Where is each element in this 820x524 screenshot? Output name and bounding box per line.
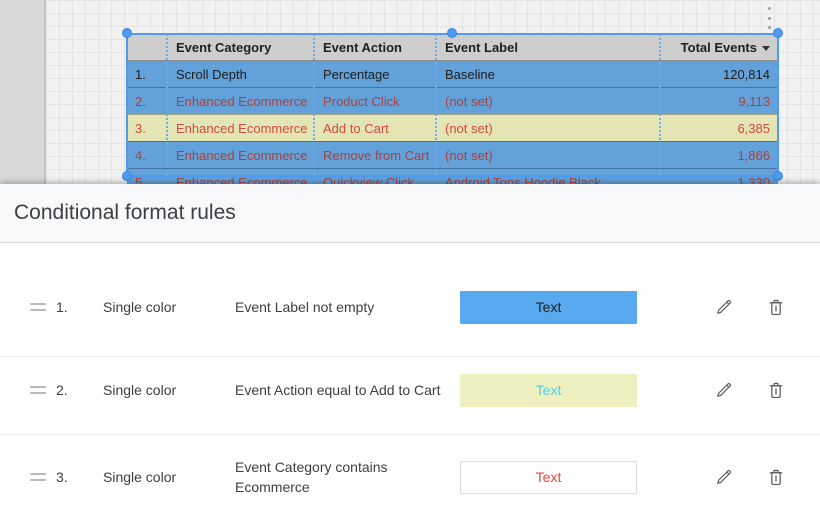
table-row-clipped[interactable]: 5. Enhanced Ecommerce Quickview Click An…	[127, 168, 778, 184]
pencil-icon	[716, 469, 732, 485]
cell-action: Add to Cart	[323, 120, 389, 136]
resize-handle-top-center[interactable]	[447, 28, 457, 38]
rule-index: 1.	[56, 299, 68, 315]
table-row[interactable]: 2. Enhanced Ecommerce Product Click (not…	[127, 87, 778, 114]
sort-caret-icon[interactable]	[762, 45, 770, 51]
cell-action: Quickview Click	[323, 174, 415, 185]
cell-total: 6,385	[737, 120, 770, 136]
rule-condition: Event Action equal to Add to Cart	[235, 382, 441, 398]
delete-rule-button[interactable]	[762, 376, 790, 404]
cell-category: Enhanced Ecommerce	[176, 174, 308, 185]
resize-handle-top-right[interactable]	[773, 28, 783, 38]
edit-rule-button[interactable]	[710, 293, 738, 321]
rule-color-swatch[interactable]: Text	[460, 290, 637, 324]
cell-total: 1,866	[737, 147, 770, 163]
row-number: 3.	[135, 120, 146, 136]
cell-category: Enhanced Ecommerce	[176, 93, 308, 109]
row-number: 5.	[135, 174, 146, 185]
table-options-kebab-icon[interactable]	[764, 7, 774, 29]
rule-condition: Event Label not empty	[235, 299, 375, 315]
rule-divider	[0, 356, 820, 357]
delete-rule-button[interactable]	[762, 463, 790, 491]
swatch-label: Text	[535, 382, 562, 398]
swatch-label: Text	[535, 299, 562, 315]
table-header-row: Event Category Event Action Event Label …	[127, 34, 778, 60]
row-number: 4.	[135, 147, 146, 163]
cell-category: Scroll Depth	[176, 66, 247, 82]
drag-handle-icon[interactable]	[30, 473, 46, 481]
canvas-left-margin	[0, 0, 46, 184]
cell-label: Baseline	[445, 66, 495, 82]
edit-rule-button[interactable]	[710, 376, 738, 404]
panel-title: Conditional format rules	[14, 201, 236, 224]
rule-type: Single color	[103, 469, 177, 485]
cell-label: (not set)	[445, 147, 493, 163]
cell-label: (not set)	[445, 120, 493, 136]
rule-color-swatch[interactable]: Text	[460, 460, 637, 494]
row-number: 2.	[135, 93, 146, 109]
cell-action: Remove from Cart	[323, 147, 430, 163]
rule-color-swatch[interactable]: Text	[460, 373, 637, 407]
rule-condition: Event Category contains Ecommerce	[235, 459, 388, 495]
trash-icon	[769, 469, 783, 486]
cell-category: Enhanced Ecommerce	[176, 120, 308, 136]
header-event-category[interactable]: Event Category	[176, 39, 272, 55]
rule-row-1: 1. Single color Event Label not empty Te…	[0, 275, 820, 339]
resize-handle-bottom-right[interactable]	[773, 171, 783, 181]
resize-handle-top-left[interactable]	[122, 28, 132, 38]
rule-row-2: 2. Single color Event Action equal to Ad…	[0, 358, 820, 422]
rule-index: 3.	[56, 469, 68, 485]
cell-total: 1,330	[737, 174, 770, 185]
cell-action: Product Click	[323, 93, 400, 109]
trash-icon	[769, 382, 783, 399]
cell-total: 120,814	[723, 66, 770, 82]
cell-category: Enhanced Ecommerce	[176, 147, 308, 163]
rule-type: Single color	[103, 382, 177, 398]
conditional-format-panel: Conditional format rules 1. Single color…	[0, 184, 820, 524]
swatch-label: Text	[535, 469, 562, 485]
drag-handle-icon[interactable]	[30, 303, 46, 311]
delete-rule-button[interactable]	[762, 293, 790, 321]
table-row-highlighted[interactable]: 3. Enhanced Ecommerce Add to Cart (not s…	[127, 114, 778, 141]
resize-handle-bottom-left[interactable]	[122, 171, 132, 181]
events-table[interactable]: Event Category Event Action Event Label …	[127, 34, 778, 184]
report-canvas: Event Category Event Action Event Label …	[0, 0, 820, 184]
cell-total: 9,113	[738, 93, 770, 109]
table-row[interactable]: 1. Scroll Depth Percentage Baseline 120,…	[127, 60, 778, 87]
table-row[interactable]: 4. Enhanced Ecommerce Remove from Cart (…	[127, 141, 778, 168]
header-total-events[interactable]: Total Events	[659, 40, 778, 55]
pencil-icon	[716, 382, 732, 398]
row-number: 1.	[135, 66, 146, 82]
edit-rule-button[interactable]	[710, 463, 738, 491]
cell-label: (not set)	[445, 93, 493, 109]
trash-icon	[769, 299, 783, 316]
rule-row-3: 3. Single color Event Category contains …	[0, 445, 820, 509]
rule-type: Single color	[103, 299, 177, 315]
pencil-icon	[716, 299, 732, 315]
cell-label: Android Tops Hoodie Black	[445, 174, 601, 185]
header-event-action[interactable]: Event Action	[323, 39, 402, 55]
header-event-label[interactable]: Event Label	[445, 39, 518, 55]
cell-action: Percentage	[323, 66, 390, 82]
rule-index: 2.	[56, 382, 68, 398]
rule-divider	[0, 434, 820, 435]
panel-header: Conditional format rules	[0, 184, 820, 243]
drag-handle-icon[interactable]	[30, 386, 46, 394]
